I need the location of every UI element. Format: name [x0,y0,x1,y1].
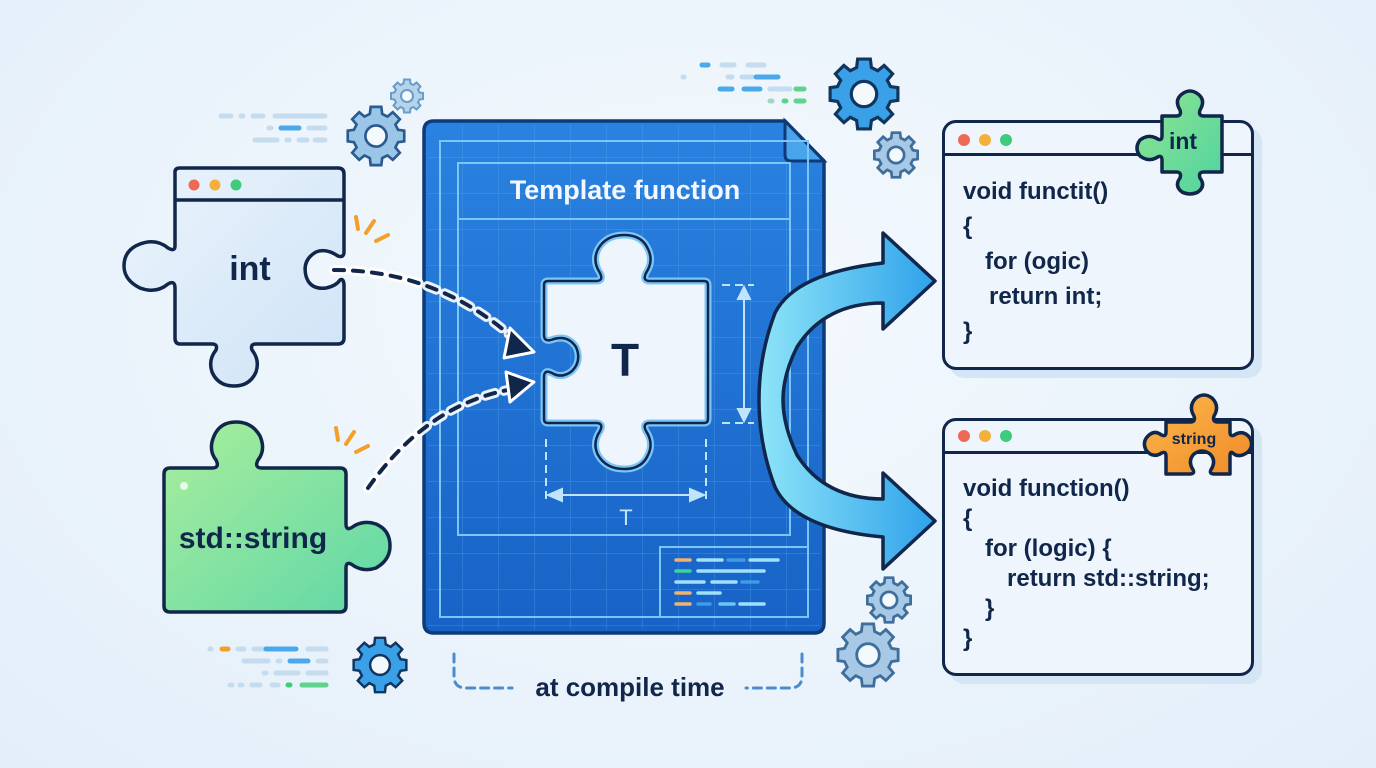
code-line: return std::string; [1007,565,1210,592]
window-close-dot [958,134,970,146]
placeholder-type-t: T [610,334,640,386]
window-minimize-dot [209,179,221,191]
window-close-dot [188,179,200,191]
code-line: { [963,505,973,532]
dashed-arrow-icon [329,265,536,493]
decorative-code-lines-bottom-left [207,646,329,688]
gear-icon [836,622,900,688]
window-maximize-dot [1000,134,1012,146]
code-line: void function() [963,475,1130,502]
compile-time-caption: at compile time [535,672,725,702]
compile-time-bracket [452,652,804,690]
input-type-label-int: int [229,250,271,288]
puzzle-shape [122,166,346,388]
template-function-blueprint [422,117,828,635]
window-titlebar [945,123,1251,156]
code-line: for (logic) { [985,535,1112,562]
code-line: void functit() [963,178,1109,205]
type-badge-label-int: int [1168,128,1198,154]
code-block: void functit() { for (ogic) return int; … [945,156,1251,349]
code-line: } [985,595,995,622]
gear-icon [866,576,912,624]
code-line: for (ogic) [985,248,1089,275]
dimension-label-t: T [619,505,633,530]
decorative-code-lines-top-center [680,62,807,104]
curved-arrow-icon [757,231,937,571]
output-window-string[interactable]: void function() { for (logic) { return s… [942,418,1254,676]
blueprint-title: Template function [509,175,741,205]
gear-icon [390,78,424,114]
code-line: } [963,318,973,345]
type-badge-label-string: string [1171,431,1217,448]
spark-icon [354,215,390,243]
gear-icon [828,57,900,131]
window-minimize-dot [979,430,991,442]
type-badge-puzzle-int [1135,89,1224,196]
window-close-dot [958,430,970,442]
puzzle-piece-string[interactable] [150,410,400,620]
window-maximize-dot [1000,430,1012,442]
code-line: } [963,625,973,652]
window-maximize-dot [230,179,242,191]
spark-icon [334,426,370,454]
input-type-label-string: std::string [178,522,328,555]
decorative-code-lines-top-left [218,113,328,143]
code-line: return int; [989,283,1103,310]
gear-icon [352,636,408,694]
window-minimize-dot [979,134,991,146]
window-titlebar [945,421,1251,454]
puzzle-piece-int[interactable] [110,160,360,400]
puzzle-shape [162,420,392,614]
code-line: { [963,213,973,240]
gear-icon [346,105,406,167]
code-block: void function() { for (logic) { return s… [945,454,1251,654]
gear-icon [873,131,919,179]
type-badge-puzzle-string [1142,393,1254,476]
